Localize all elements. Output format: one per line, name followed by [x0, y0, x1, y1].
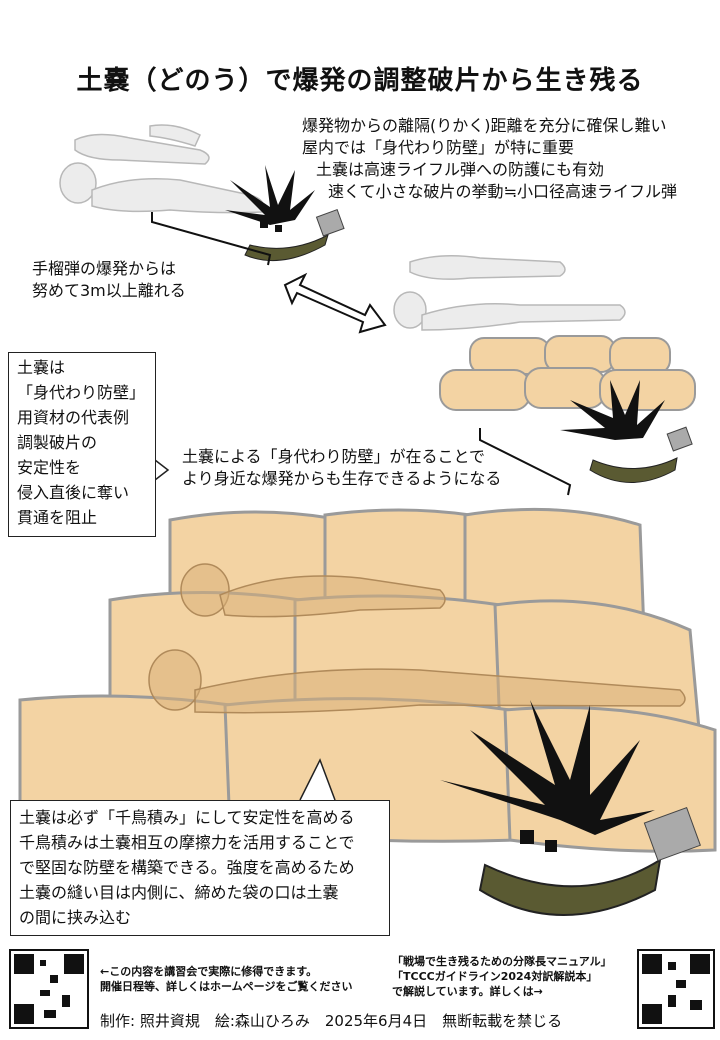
footer-line: ←この内容を講習会で実際に修得できます。	[100, 965, 318, 978]
footer-line: 開催日程等、詳しくはホームページをご覧ください	[100, 980, 353, 993]
middle-note-line: より身近な爆発からも生存できるようになる	[182, 469, 502, 488]
top-note: 爆発物からの離隔(りかく)距離を充分に確保し難い	[302, 116, 667, 135]
footer-line: 「戦場で生き残るための分隊長マニュアル」	[392, 955, 612, 968]
sandbag-wall-small	[439, 335, 696, 411]
top-note: 速くて小さな破片の挙動≒小口径高速ライフル弾	[328, 182, 677, 201]
footer-line: で解説しています。詳しくは→	[392, 985, 543, 998]
qr-code-left	[9, 949, 89, 1029]
page-title: 土嚢（どのう）で爆発の調整破片から生き残る	[76, 66, 644, 96]
footer-line: 「TCCCガイドライン2024対訳解説本」	[392, 970, 598, 983]
grenade-explosion-right	[560, 380, 693, 483]
sheltering-figures	[148, 563, 686, 714]
callout-line: 貫通を阻止	[17, 508, 98, 527]
callout-line: 土嚢の縫い目は内側に、締めた袋の口は土嚢	[19, 883, 339, 902]
callout-line: 土嚢は	[17, 358, 66, 377]
footer-left: ←この内容を講習会で実際に修得できます。 開催日程等、詳しくはホームページをご覧…	[100, 964, 352, 994]
distance-note-line: 努めて3m以上離れる	[32, 281, 186, 300]
top-notes: 爆発物からの離隔(りかく)距離を充分に確保し難い 屋内では「身代わり防壁」が特に…	[302, 115, 677, 203]
distance-note: 手榴弾の爆発からは 努めて3m以上離れる	[32, 258, 186, 302]
middle-note: 土嚢による「身代わり防壁」が在ることで より身近な爆発からも生存できるようになる	[182, 446, 501, 490]
middle-note-line: 土嚢による「身代わり防壁」が在ることで	[182, 447, 486, 466]
callout-bottom: 土嚢は必ず「千鳥積み」にして安定性を高める 千鳥積みは土嚢相互の摩擦力を活用する…	[10, 800, 390, 936]
callout-line: の間に挟み込む	[19, 908, 132, 927]
prone-figure-right	[393, 255, 626, 331]
callout-left: 土嚢は 「身代わり防壁」 用資材の代表例 調製破片の 安定性を 侵入直後に奪い …	[8, 352, 156, 537]
top-note: 土嚢は高速ライフル弾への防護にも有効	[316, 160, 605, 179]
callout-line: 侵入直後に奪い	[17, 483, 130, 502]
callout-line: 用資材の代表例	[17, 408, 130, 427]
callout-line: 土嚢は必ず「千鳥積み」にして安定性を高める	[19, 808, 355, 827]
callout-line: 調製破片の	[17, 433, 98, 452]
qr-code-right	[637, 949, 715, 1029]
footer-right: 「戦場で生き残るための分隊長マニュアル」 「TCCCガイドライン2024対訳解説…	[392, 954, 612, 999]
top-note: 屋内では「身代わり防壁」が特に重要	[302, 138, 575, 157]
distance-note-line: 手榴弾の爆発からは	[32, 259, 177, 278]
grenade-explosion-large	[440, 700, 701, 916]
callout-line: 千鳥積みは土嚢相互の摩擦力を活用することで	[19, 833, 355, 852]
credit-line: 制作: 照井資規 絵:森山ひろみ 2025年6月4日 無断転載を禁じる	[100, 1012, 563, 1030]
callout-line: 安定性を	[17, 458, 82, 477]
callout-line: 「身代わり防壁」	[17, 383, 146, 402]
callout-line: で堅固な防壁を構築できる。強度を高めるため	[19, 858, 355, 877]
prone-figure-top	[59, 124, 265, 214]
